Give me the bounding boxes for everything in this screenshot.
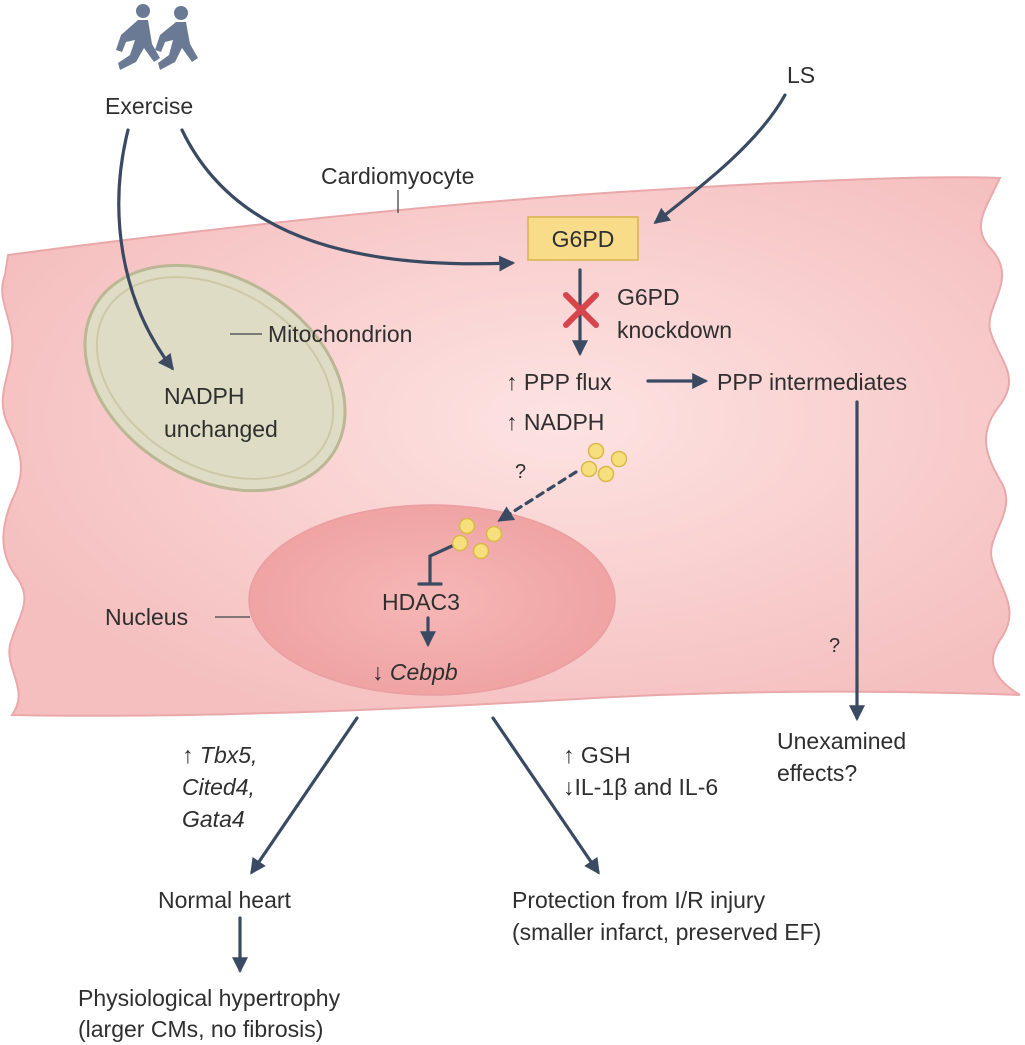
question-mark-nadph: ? bbox=[515, 461, 526, 483]
nadph-up-label: ↑ NADPH bbox=[506, 409, 604, 435]
arrow-exercise-to-g6pd bbox=[180, 128, 516, 272]
nadph-dots-nucleus-icon bbox=[451, 517, 503, 560]
cebpb-label: ↓ Cebpb bbox=[372, 659, 458, 685]
arrow-to-normal-heart bbox=[250, 716, 359, 875]
hypertrophy-line1: Physiological hypertrophy bbox=[78, 985, 341, 1011]
gata4-label: Gata4 bbox=[182, 806, 245, 832]
cardiomyocyte-label: Cardiomyocyte bbox=[321, 163, 474, 189]
unexamined-line1: Unexamined bbox=[777, 728, 906, 754]
gsh-label: ↑ GSH bbox=[563, 742, 631, 768]
nadph-dots-icon bbox=[580, 442, 628, 483]
ppp-intermediates-label: PPP intermediates bbox=[717, 369, 907, 395]
mitochondrion-label: Mitochondrion bbox=[268, 321, 412, 347]
question-mark-intermediates: ? bbox=[829, 635, 840, 657]
tbx5-label: ↑ Tbx5, bbox=[182, 742, 257, 768]
protection-line2: (smaller infarct, preserved EF) bbox=[512, 919, 821, 945]
interleukin-label: ↓IL-1β and IL-6 bbox=[563, 774, 718, 800]
hypertrophy-line2: (larger CMs, no fibrosis) bbox=[78, 1016, 323, 1042]
g6pd-box bbox=[527, 216, 639, 261]
g6pd-label: G6PD bbox=[552, 226, 615, 252]
ls-label: LS bbox=[787, 62, 815, 88]
arrow-ls-to-g6pd bbox=[653, 93, 787, 224]
normal-heart-label: Normal heart bbox=[158, 887, 292, 913]
knockdown-label-line1: G6PD bbox=[617, 284, 680, 310]
hdac3-label: HDAC3 bbox=[382, 589, 460, 615]
nucleus-organelle bbox=[248, 504, 616, 696]
arrow-exercise-to-nadph bbox=[117, 128, 174, 371]
knockdown-label-line2: knockdown bbox=[617, 317, 732, 343]
arrow-nadph-to-nucleus-dashed bbox=[497, 470, 578, 522]
unexamined-line2: effects? bbox=[777, 760, 857, 786]
nadph-unchanged-line1: NADPH bbox=[164, 383, 245, 409]
ppp-flux-label: ↑ PPP flux bbox=[506, 369, 612, 395]
inhibition-nadph-hdac3 bbox=[428, 544, 454, 585]
nucleus-label: Nucleus bbox=[105, 604, 188, 630]
exercise-label: Exercise bbox=[105, 93, 193, 119]
arrow-to-protection bbox=[491, 716, 600, 875]
protection-line1: Protection from I/R injury bbox=[512, 887, 766, 913]
knockdown-x-icon bbox=[563, 292, 599, 328]
runners-icon bbox=[116, 4, 198, 70]
mitochondrion-organelle bbox=[83, 263, 347, 493]
cited4-label: Cited4, bbox=[182, 774, 255, 800]
nadph-unchanged-line2: unchanged bbox=[164, 416, 278, 442]
